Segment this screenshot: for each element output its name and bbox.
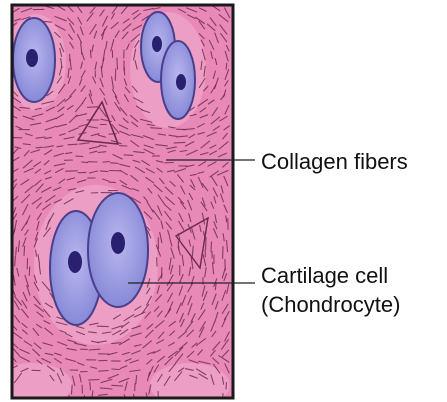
collagen-fiber xyxy=(211,242,212,252)
label-collagen-fibers: Collagen fibers xyxy=(261,148,408,175)
collagen-fiber xyxy=(109,134,116,135)
label-chondrocyte: (Chondrocyte) xyxy=(261,291,400,318)
collagen-fiber xyxy=(174,142,185,143)
chondrocyte-top-right-2 xyxy=(161,41,195,119)
chondrocyte-top-left xyxy=(13,18,55,102)
collagen-fiber xyxy=(68,144,77,145)
collagen-fiber xyxy=(226,383,227,390)
label-cartilage-cell: Cartilage cell xyxy=(261,262,388,289)
collagen-fiber xyxy=(109,182,116,183)
collagen-fiber xyxy=(72,385,73,394)
collagen-fiber xyxy=(112,369,120,370)
collagen-fiber xyxy=(110,163,118,164)
chondrocyte-bottom-right xyxy=(88,193,148,307)
collagen-fiber xyxy=(117,58,118,69)
collagen-fiber xyxy=(15,256,16,266)
collagen-fiber xyxy=(226,63,227,69)
collagen-fiber xyxy=(89,380,99,381)
collagen-fiber xyxy=(124,67,125,75)
collagen-fiber xyxy=(44,21,52,22)
collagen-fiber xyxy=(90,382,91,390)
collagen-fiber xyxy=(90,50,91,58)
collagen-fiber xyxy=(103,162,109,163)
collagen-fiber xyxy=(16,247,17,255)
collagen-fiber xyxy=(124,155,133,156)
collagen-fiber xyxy=(82,162,88,163)
collagen-fiber xyxy=(112,385,123,386)
collagen-fiber xyxy=(100,171,108,172)
collagen-fiber xyxy=(88,107,98,108)
collagen-fiber xyxy=(99,371,108,372)
collagen-fiber xyxy=(36,147,43,148)
collagen-fiber xyxy=(24,246,25,255)
